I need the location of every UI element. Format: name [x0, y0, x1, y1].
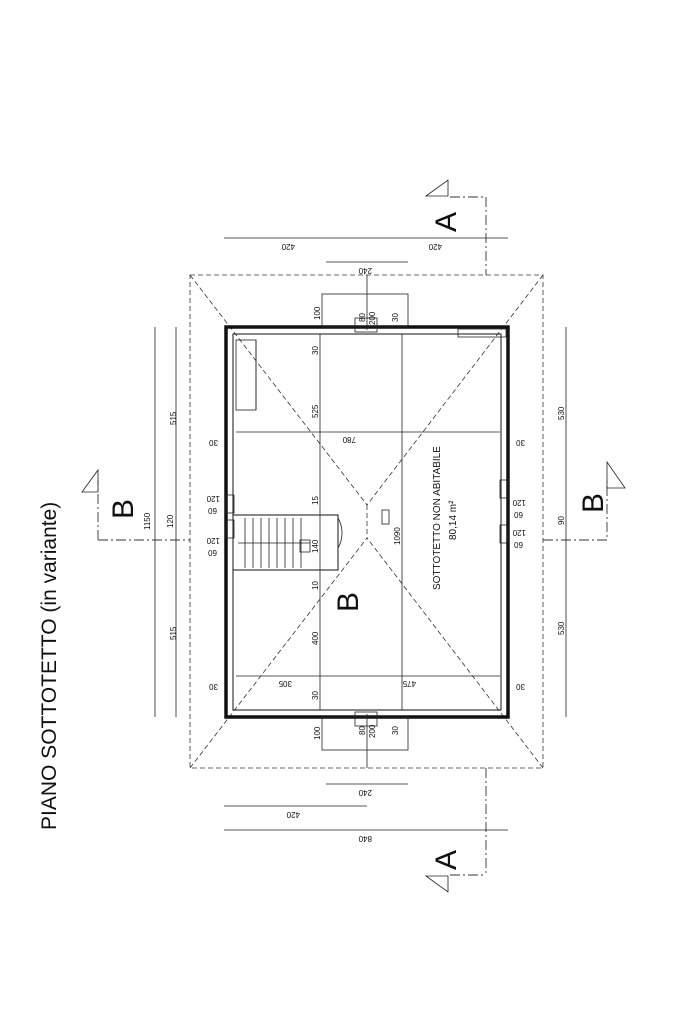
window-left: [225, 494, 235, 514]
dim-text: 530: [557, 621, 566, 635]
section-label-a-bottom: A: [430, 850, 463, 870]
balcony-bottom: [321, 716, 409, 751]
window-right: [499, 479, 509, 499]
dim-text: 200: [368, 311, 377, 325]
dim-text: 10: [311, 581, 320, 590]
dim-text: 240: [358, 266, 372, 275]
plan-title: PIANO SOTTOTETTO (in variante): [38, 502, 61, 830]
dim-text: 120: [206, 494, 220, 503]
section-arrow-icon: [424, 179, 449, 197]
dim-text: 30: [391, 313, 400, 322]
dim-text: 15: [311, 496, 320, 505]
dim-text: 60: [514, 540, 523, 549]
dim-text: 1090: [393, 527, 402, 545]
dim-text: 780: [342, 435, 356, 444]
dim-text: 200: [368, 724, 377, 738]
dim-text: 420: [428, 242, 442, 251]
roof-outline: [189, 274, 544, 769]
section-label-a-top: A: [430, 212, 463, 232]
section-label-b-left: B: [107, 499, 140, 519]
dim-text: 30: [391, 726, 400, 735]
dim-text: 80: [358, 726, 367, 735]
dim-text: 420: [286, 810, 300, 819]
dim-text: 525: [311, 404, 320, 418]
section-arrow-icon: [606, 460, 626, 489]
dim-text: 305: [278, 679, 292, 688]
roof-hip-line: [366, 537, 544, 769]
dim-text: 30: [209, 438, 218, 447]
door-opening-bottom: [354, 711, 378, 727]
dim-text: 1150: [143, 512, 152, 530]
dim-text: 120: [166, 514, 175, 528]
stair-section-label: B: [332, 592, 365, 612]
dim-text: 420: [281, 242, 295, 251]
dim-text: 475: [402, 679, 416, 688]
dim-text: 60: [514, 510, 523, 519]
roof-hip-line: [189, 274, 368, 506]
dim-text: 30: [516, 682, 525, 691]
section-line-b: [543, 480, 608, 541]
dim-text: 240: [358, 788, 372, 797]
chimney-shaft: [235, 339, 257, 411]
dim-text: 515: [169, 626, 178, 640]
door-opening-top: [354, 317, 378, 333]
stair-treads: [238, 518, 310, 568]
dim-text: 840: [358, 834, 372, 843]
dim-text: 30: [516, 438, 525, 447]
dim-text: 120: [512, 528, 526, 537]
dim-text: 60: [208, 506, 217, 515]
room-area: 80,14 m²: [448, 500, 459, 540]
hatch-icon: [381, 509, 390, 525]
dim-text: 530: [557, 406, 566, 420]
window-right: [499, 524, 509, 544]
balcony-top: [321, 293, 409, 328]
dim-text: 140: [311, 539, 320, 553]
section-arrow-icon: [424, 875, 449, 893]
section-label-b-right: B: [577, 493, 610, 513]
dim-text: 30: [311, 346, 320, 355]
dim-text: 400: [311, 631, 320, 645]
dim-text: 80: [358, 313, 367, 322]
dim-text: 100: [313, 726, 322, 740]
window-left: [225, 519, 235, 539]
vent-top: [457, 328, 507, 338]
door-swing: [337, 517, 343, 549]
dim-text: 515: [169, 411, 178, 425]
dim-text: 60: [208, 548, 217, 557]
dim-text: 30: [209, 682, 218, 691]
stairwell: [232, 514, 339, 571]
roof-hip-line: [189, 537, 368, 769]
dim-text: 30: [311, 691, 320, 700]
stair-arrow-icon: [299, 539, 311, 553]
dim-text: 120: [206, 536, 220, 545]
room-name: SOTTOTETTO NON ABITABILE: [432, 446, 443, 590]
dim-text: 90: [557, 516, 566, 525]
dim-text: 120: [512, 498, 526, 507]
section-arrow-icon: [81, 468, 99, 493]
roof-hip-line: [366, 274, 544, 506]
dim-text: 100: [313, 306, 322, 320]
